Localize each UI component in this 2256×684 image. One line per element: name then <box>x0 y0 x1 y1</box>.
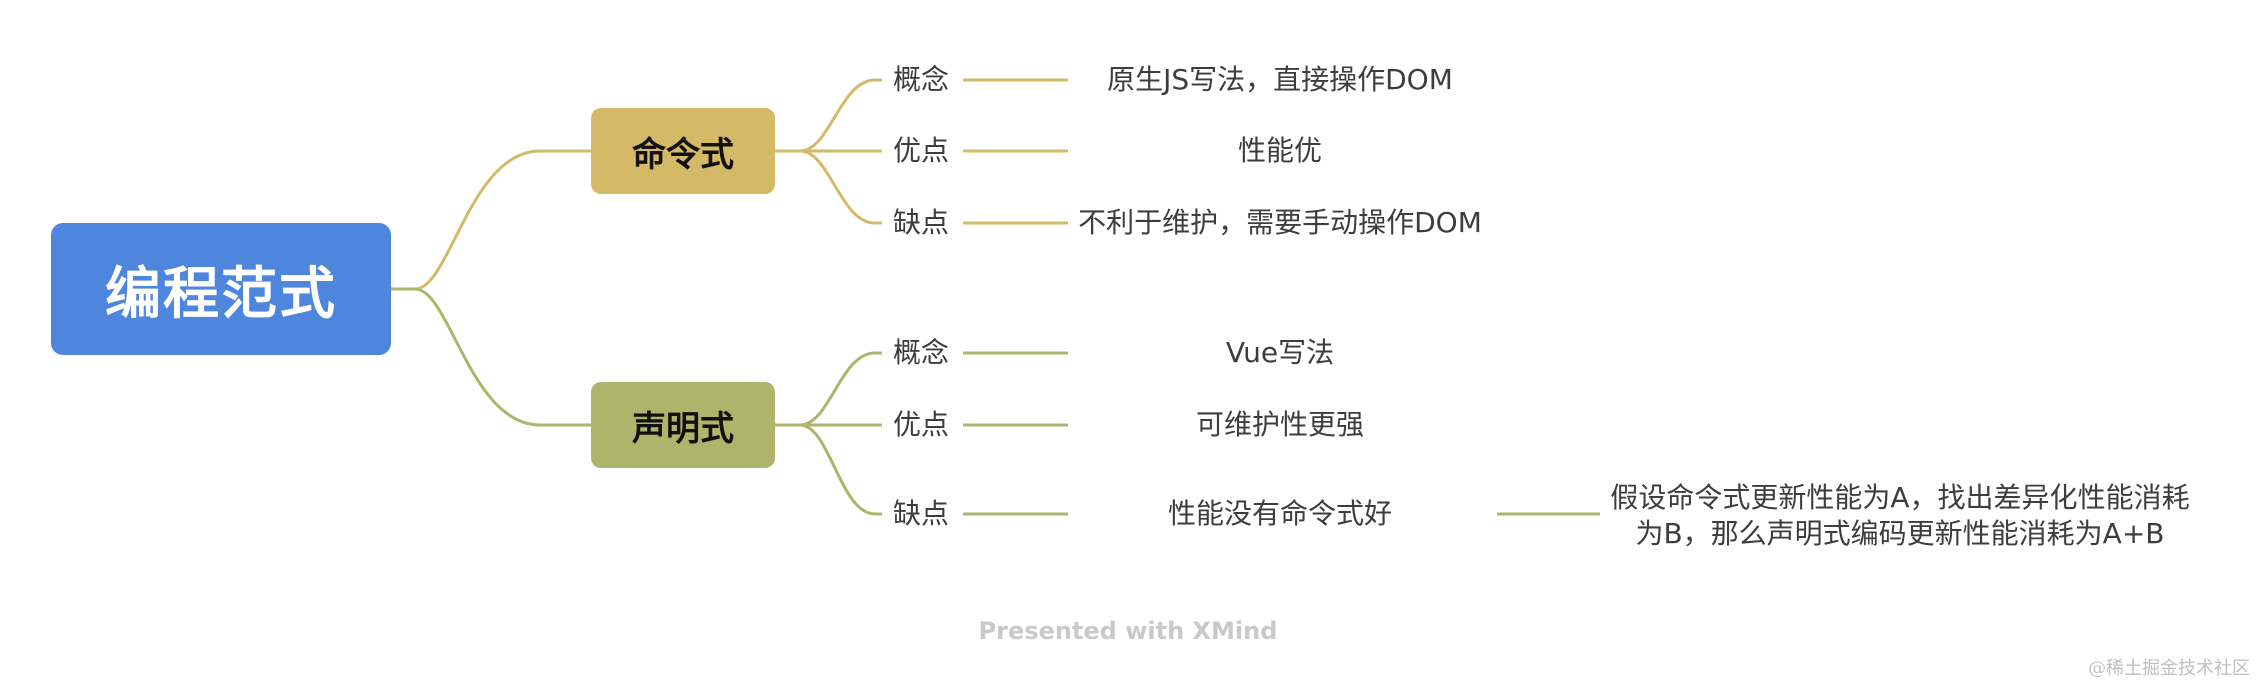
presented-with-xmind-footer: Presented with XMind <box>978 617 1278 645</box>
declarative-concept-label[interactable]: 概念 <box>893 336 950 369</box>
declarative-pros-value[interactable]: 可维护性更强 <box>1195 408 1364 441</box>
declarative-cons-label[interactable]: 缺点 <box>893 497 950 530</box>
declarative-cons-value[interactable]: 性能没有命令式好 <box>1167 497 1392 530</box>
imperative-concept-value[interactable]: 原生JS写法，直接操作DOM <box>1107 63 1453 96</box>
connector-imperative-concept <box>775 78 882 153</box>
declarative-cons-note[interactable]: 假设命令式更新性能为A，找出差异化性能消耗为B，那么声明式编码更新性能消耗为A+… <box>1610 481 2190 550</box>
imperative-pros-value[interactable]: 性能优 <box>1237 134 1322 167</box>
declarative-pros-label[interactable]: 优点 <box>893 408 950 441</box>
imperative-cons-value[interactable]: 不利于维护，需要手动操作DOM <box>1078 206 1482 239</box>
root-topic[interactable]: 编程范式 <box>51 223 391 355</box>
connector-root-declarative <box>391 287 591 427</box>
imperative-cons-label[interactable]: 缺点 <box>893 206 950 239</box>
connector-declarative-concept <box>775 351 882 427</box>
imperative-concept-label[interactable]: 概念 <box>893 63 950 96</box>
connector-root-imperative <box>391 149 591 291</box>
branch-declarative[interactable]: 声明式 <box>591 382 775 468</box>
connector-declarative-cons <box>775 423 882 516</box>
declarative-concept-value[interactable]: Vue写法 <box>1225 336 1335 369</box>
imperative-pros-label[interactable]: 优点 <box>893 134 950 167</box>
connector-imperative-cons <box>775 149 882 225</box>
branch-imperative[interactable]: 命令式 <box>591 108 775 194</box>
watermark: @稀土掘金技术社区 <box>2088 658 2250 679</box>
